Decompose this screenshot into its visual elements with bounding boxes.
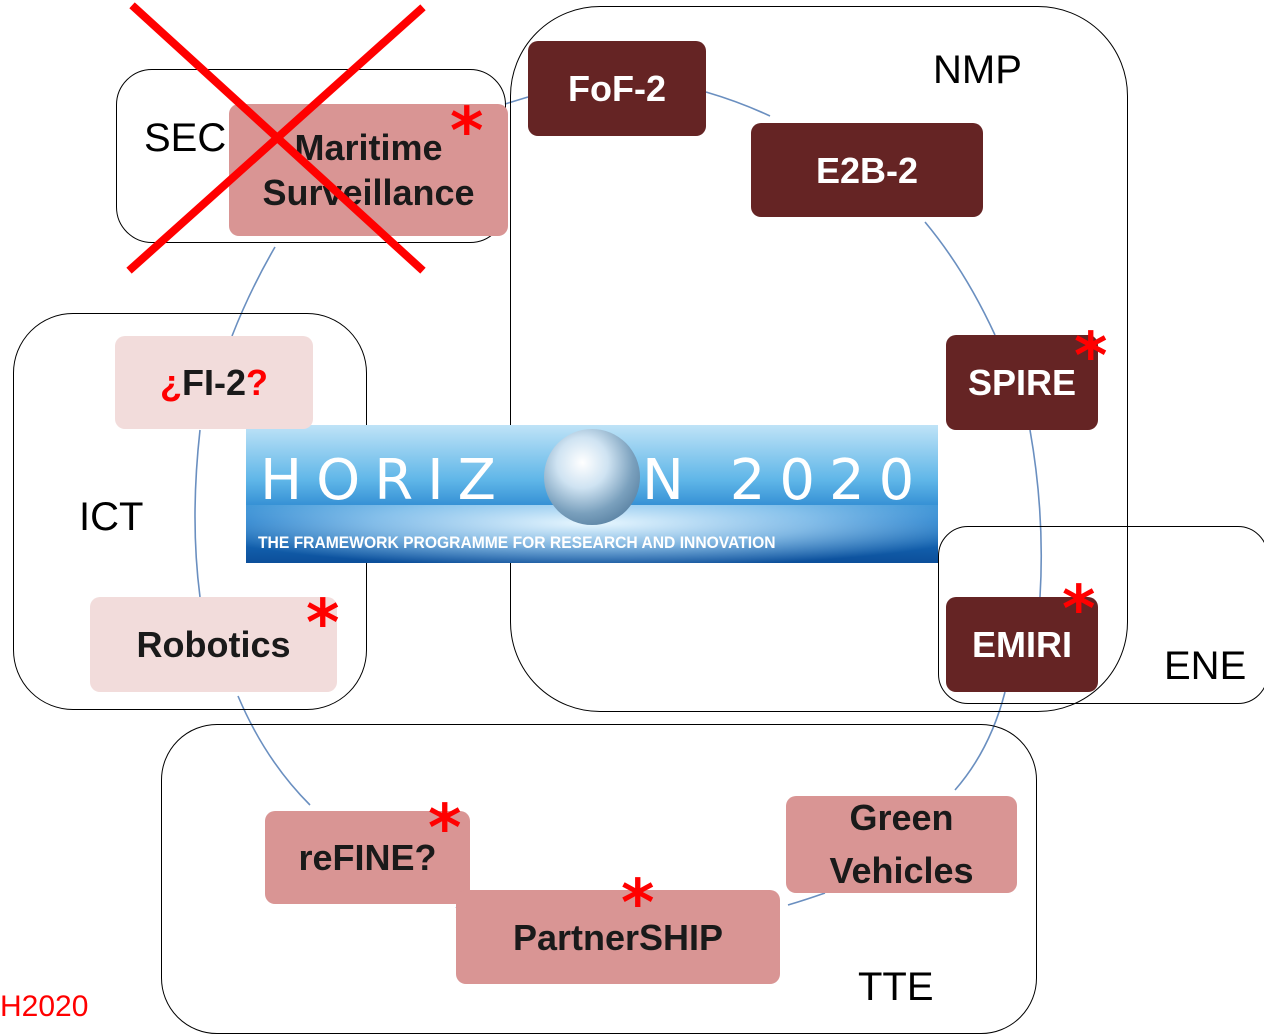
group-ene <box>938 526 1264 704</box>
node-fi-2: ¿FI-2? <box>115 336 313 429</box>
node-robotics: Robotics <box>90 597 337 692</box>
node-spire: SPIRE <box>946 335 1098 430</box>
star-icon-robotics: * <box>306 587 340 661</box>
node-fof-2: FoF-2 <box>528 41 706 136</box>
star-icon-refine: * <box>428 792 462 866</box>
node-refine: reFINE? <box>265 811 470 904</box>
connector-maritime-fof <box>504 96 529 105</box>
group-label-ict: ICT <box>79 495 144 539</box>
horizon-2020-logo: HORIZ N 2020 THE FRAMEWORK PROGRAMME FOR… <box>246 425 938 563</box>
group-label-sec: SEC <box>144 116 227 160</box>
logo-word-left: HORIZ <box>260 448 510 513</box>
connector-e2b-spire <box>924 221 996 336</box>
star-icon-emiri: * <box>1062 573 1096 647</box>
node-emiri: EMIRI <box>946 597 1098 692</box>
node-partnership: PartnerSHIP <box>456 890 780 984</box>
node-refine-label: reFINE? <box>298 837 437 878</box>
connector-fof-e2b <box>705 91 771 117</box>
node-robotics-label: Robotics <box>136 624 291 665</box>
node-green-vehicles: Green Vehicles <box>786 796 1017 893</box>
node-e2b-label: E2B-2 <box>815 149 919 191</box>
logo-word-right: N 2020 <box>642 448 929 513</box>
star-icon-spire: * <box>1074 320 1108 394</box>
node-fof-label: FoF-2 <box>568 68 666 109</box>
node-spire-label: SPIRE <box>967 362 1077 403</box>
footer-label: H2020 <box>0 990 89 1023</box>
cross-stroke-2 <box>126 4 426 274</box>
group-nmp <box>510 6 1128 712</box>
node-partnership-label: PartnerSHIP <box>512 916 724 958</box>
connector-robotics-fi <box>194 429 201 598</box>
connector-green-partnership <box>787 892 826 906</box>
star-icon-maritime: * <box>450 95 484 169</box>
node-fi-label: FI-2 <box>181 362 246 403</box>
group-label-nmp: NMP <box>933 48 1022 92</box>
node-fi-prefix: ¿ <box>159 362 182 403</box>
star-icon-partnership: * <box>621 867 655 941</box>
globe-icon <box>544 429 640 525</box>
node-fi-suffix: ? <box>246 362 268 403</box>
node-e2b-2: E2B-2 <box>751 123 983 217</box>
node-maritime-label: Maritime Surveillance <box>262 127 475 213</box>
logo-tagline: THE FRAMEWORK PROGRAMME FOR RESEARCH AND… <box>258 533 776 552</box>
group-label-ene: ENE <box>1164 644 1247 688</box>
node-emiri-label: EMIRI <box>971 624 1072 665</box>
node-green-label: Green Vehicles <box>829 797 974 891</box>
node-maritime-surveillance: Maritime Surveillance <box>229 104 508 236</box>
connector-fi-maritime <box>231 246 276 337</box>
connector-spire-emiri <box>1029 429 1043 598</box>
group-label-tte: TTE <box>858 965 934 1009</box>
